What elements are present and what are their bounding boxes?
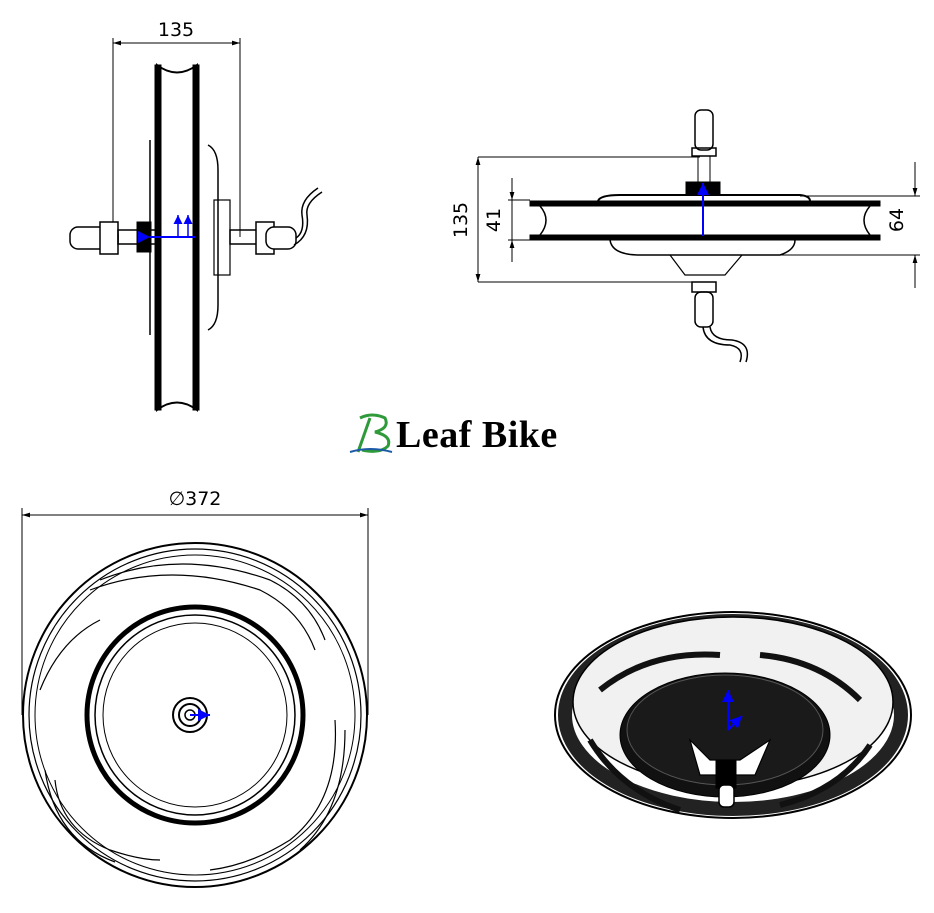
front-view: ∅372 [21,488,369,888]
leaf-bike-logo-mark [349,413,393,453]
side-view: 135 [69,19,323,412]
dimension-label-135-side: 135 [158,19,194,41]
top-view: 135 41 64 [450,109,920,363]
isometric-view [554,611,912,819]
brand-name: Leaf Bike [396,414,558,456]
dimension-label-41: 41 [483,208,505,232]
dimension-label-64: 64 [886,208,908,232]
dimension-label-135-top: 135 [450,202,472,238]
dimension-label-diameter: ∅372 [169,488,222,510]
